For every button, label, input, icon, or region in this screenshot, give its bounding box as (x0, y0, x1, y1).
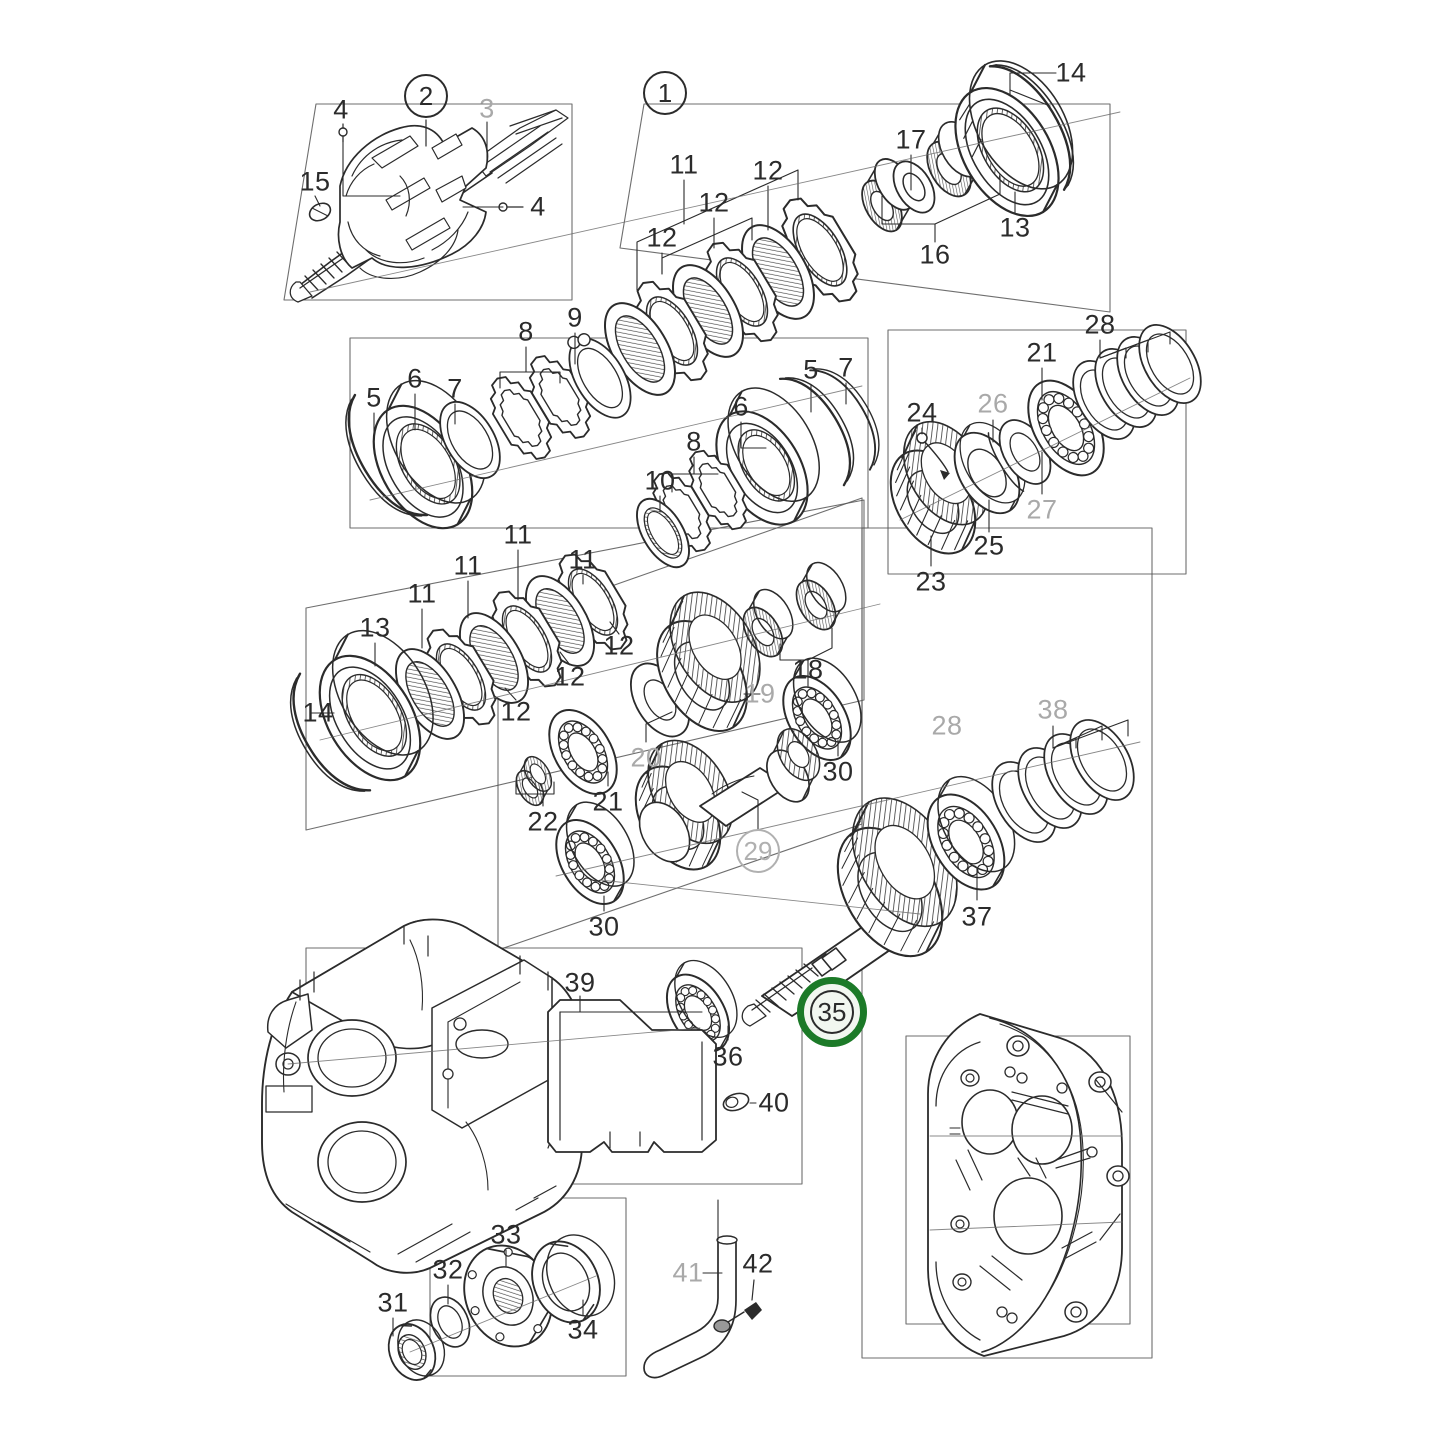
callout-21[interactable]: 21 (1026, 337, 1058, 368)
callout-22[interactable]: 22 (527, 806, 559, 837)
callout-7[interactable]: 7 (447, 373, 463, 404)
callout-19[interactable]: 19 (744, 678, 776, 709)
callout-12[interactable]: 12 (646, 222, 678, 253)
callout-40[interactable]: 40 (758, 1087, 790, 1118)
callout-8[interactable]: 8 (686, 426, 702, 457)
callout-17[interactable]: 17 (895, 124, 927, 155)
callout-42[interactable]: 42 (742, 1248, 774, 1279)
callout-29[interactable]: 29 (736, 829, 780, 873)
callout-38[interactable]: 38 (1037, 694, 1069, 725)
callout-12[interactable]: 12 (500, 696, 532, 727)
callout-5[interactable]: 5 (366, 382, 382, 413)
callout-15[interactable]: 15 (299, 166, 331, 197)
callout-13[interactable]: 13 (999, 212, 1031, 243)
callout-12[interactable]: 12 (603, 630, 635, 661)
callout-11[interactable]: 11 (503, 519, 533, 550)
callout-9[interactable]: 9 (567, 302, 583, 333)
callout-11[interactable]: 11 (669, 149, 699, 180)
callout-21[interactable]: 21 (592, 786, 624, 817)
callout-3[interactable]: 3 (479, 93, 495, 124)
callout-33[interactable]: 33 (490, 1219, 522, 1250)
callout-14[interactable]: 14 (1055, 57, 1087, 88)
callout-16[interactable]: 16 (919, 239, 951, 270)
callout-7[interactable]: 7 (838, 352, 854, 383)
callout-6[interactable]: 6 (733, 391, 749, 422)
callout-32[interactable]: 32 (432, 1254, 464, 1285)
callout-11[interactable]: 11 (407, 578, 437, 609)
callout-5[interactable]: 5 (803, 354, 819, 385)
callout-8[interactable]: 8 (518, 316, 534, 347)
callout-41[interactable]: 41 (672, 1257, 704, 1288)
callout-12[interactable]: 12 (554, 661, 586, 692)
callout-39[interactable]: 39 (564, 967, 596, 998)
callout-25[interactable]: 25 (973, 530, 1005, 561)
callout-26[interactable]: 26 (977, 388, 1009, 419)
callout-36[interactable]: 36 (712, 1041, 744, 1072)
callout-1[interactable]: 1 (643, 71, 687, 115)
callout-34[interactable]: 34 (567, 1314, 599, 1345)
callout-37[interactable]: 37 (961, 901, 993, 932)
callout-12[interactable]: 12 (698, 187, 730, 218)
callout-2[interactable]: 2 (404, 74, 448, 118)
callout-11[interactable]: 11 (453, 550, 483, 581)
callout-12[interactable]: 12 (752, 155, 784, 186)
callout-31[interactable]: 31 (377, 1287, 409, 1318)
callout-4[interactable]: 4 (333, 94, 349, 125)
callout-18[interactable]: 18 (792, 654, 824, 685)
callout-28[interactable]: 28 (931, 710, 963, 741)
callout-14[interactable]: 14 (302, 697, 334, 728)
callout-23[interactable]: 23 (915, 566, 947, 597)
callout-20[interactable]: 20 (630, 742, 662, 773)
callout-30[interactable]: 30 (588, 911, 620, 942)
callout-28[interactable]: 28 (1084, 309, 1116, 340)
callout-11[interactable]: 11 (568, 544, 598, 575)
callout-10[interactable]: 10 (644, 465, 676, 496)
callout-4[interactable]: 4 (530, 191, 546, 222)
callout-13[interactable]: 13 (359, 612, 391, 643)
callout-6[interactable]: 6 (407, 363, 423, 394)
callout-27[interactable]: 27 (1026, 494, 1058, 525)
callout-30[interactable]: 30 (822, 756, 854, 787)
callout-24[interactable]: 24 (906, 397, 938, 428)
callout-35-highlighted[interactable]: 35 (810, 990, 854, 1034)
